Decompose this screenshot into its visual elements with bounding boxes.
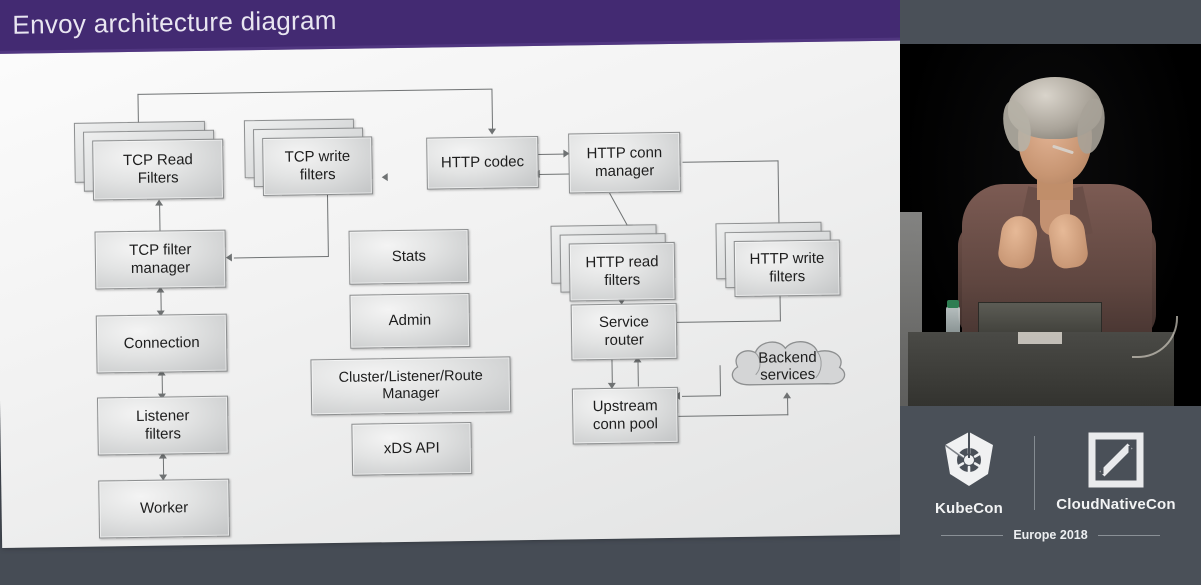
node-http-conn-manager[interactable]: HTTP conn manager	[568, 131, 681, 194]
edition-rule-right	[1097, 534, 1160, 536]
edge-tcpwrite-down	[326, 191, 329, 257]
node-label: xDS API	[383, 439, 440, 457]
node-label: HTTP codec	[440, 152, 525, 171]
node-cluster-listener-route-manager[interactable]: Cluster/Listener/Route Manager	[310, 356, 512, 416]
edge-tcpread-over	[137, 88, 492, 95]
node-label-line1: HTTP write	[749, 250, 825, 269]
node-label-line2: router	[604, 331, 644, 349]
tcp-write-filters-stack: TCP write filters	[243, 118, 385, 200]
cncf-square-icon	[1088, 432, 1144, 488]
node-service-router[interactable]: Service router	[570, 302, 678, 361]
edition-rule-left	[941, 534, 1004, 536]
node-label-line1: HTTP conn	[586, 144, 663, 163]
node-label-line1: TCP filter	[129, 241, 192, 260]
slide-projection: Envoy architecture diagram	[0, 0, 915, 548]
cloud-label-line1: Backend	[758, 348, 817, 367]
node-http-read-filters[interactable]: HTTP read filters	[568, 241, 676, 302]
edition-row: Europe 2018	[900, 528, 1201, 542]
kubecon-logo-block: KubeCon	[910, 428, 1028, 517]
node-label-line2: Manager	[382, 385, 440, 403]
cloud-icon	[731, 341, 846, 386]
edition-label: Europe 2018	[1013, 528, 1088, 542]
node-tcp-filter-manager[interactable]: TCP filter manager	[94, 229, 227, 290]
node-label-line1: TCP write	[284, 148, 351, 167]
node-label-line1: Cluster/Listener/Route	[338, 367, 483, 386]
node-worker[interactable]: Worker	[98, 478, 231, 539]
cloud-label: Backend services	[758, 349, 817, 384]
edge-httpwrite-left	[682, 160, 779, 163]
node-label: Connection	[123, 333, 200, 352]
arrow-into-http-codec	[488, 128, 497, 135]
edge-upstream-up-to-cloud	[787, 396, 789, 416]
logo-divider	[1034, 435, 1035, 510]
node-label-line2: filters	[604, 271, 641, 289]
arrow-into-tcp-filter-manager	[225, 253, 232, 262]
slide-canvas: Envoy architecture diagram	[0, 0, 915, 548]
node-backend-services[interactable]: Backend services	[721, 333, 854, 399]
page-title: Envoy architecture diagram	[12, 4, 337, 40]
node-label-line1: TCP Read	[122, 151, 193, 170]
edge-filtermgr-readfilters	[159, 201, 161, 232]
logo-row: KubeCon CloudNativeCon	[900, 428, 1201, 517]
node-label-line2: conn pool	[592, 415, 659, 434]
node-label-line2: manager	[594, 162, 655, 181]
kubernetes-helm-icon	[944, 432, 993, 486]
node-listener-filters[interactable]: Listener filters	[96, 395, 229, 456]
edge-connmgr-to-readfilters	[609, 192, 630, 229]
edge-upstream-router-up	[637, 358, 639, 387]
cloudnativecon-logo-block: CloudNativeCon	[1041, 432, 1191, 513]
node-label-line2: filters	[769, 267, 806, 286]
node-label-line1: Upstream	[592, 397, 658, 416]
node-label-line1: Service	[598, 313, 650, 332]
edge-router-right	[676, 320, 781, 323]
node-connection[interactable]: Connection	[95, 313, 228, 374]
podium-name-card	[1018, 332, 1062, 344]
node-label-line2: filters	[144, 425, 182, 443]
node-label-line2: manager	[130, 259, 191, 277]
edge-tcpwrite-left	[233, 256, 329, 259]
water-bottle-cap	[947, 300, 959, 308]
edge-backend-left	[682, 395, 722, 397]
speaker-video-frame	[900, 44, 1201, 406]
node-xds-api[interactable]: xDS API	[351, 421, 473, 476]
node-http-write-filters[interactable]: HTTP write filters	[733, 239, 841, 298]
edge-codec-down	[491, 88, 494, 131]
cloudnativecon-label: CloudNativeCon	[1056, 496, 1176, 513]
node-label-line2: filters	[299, 165, 336, 184]
node-label: Admin	[388, 311, 432, 329]
node-tcp-read-filters[interactable]: TCP Read Filters	[92, 138, 225, 201]
node-label: Worker	[139, 498, 189, 517]
node-upstream-conn-pool[interactable]: Upstream conn pool	[571, 386, 679, 445]
node-admin[interactable]: Admin	[349, 292, 471, 349]
cloud-label-line2: services	[760, 365, 816, 384]
conference-branding: KubeCon CloudNativeCon Europe 2018	[900, 410, 1201, 585]
kubecon-label: KubeCon	[934, 500, 1004, 517]
edge-upstream-right	[678, 414, 789, 417]
http-read-filters-stack: HTTP read filters	[550, 224, 691, 308]
title-bar-sheen	[0, 37, 907, 54]
node-http-codec[interactable]: HTTP codec	[426, 135, 539, 190]
node-label-line2: Filters	[137, 169, 179, 187]
edge-connmgr-to-codec	[537, 173, 570, 175]
node-tcp-write-filters[interactable]: TCP write filters	[262, 136, 373, 197]
speaker-video-panel: KubeCon CloudNativeCon Europe 2018	[900, 0, 1201, 585]
podium	[908, 332, 1174, 406]
tcp-read-filters-stack: TCP Read Filters	[73, 120, 225, 203]
http-write-filters-stack: HTTP write filters	[715, 221, 856, 305]
node-label-line1: Listener	[135, 407, 190, 426]
node-label-line1: HTTP read	[585, 253, 659, 272]
node-label: Stats	[391, 247, 427, 265]
node-stats[interactable]: Stats	[348, 228, 470, 285]
